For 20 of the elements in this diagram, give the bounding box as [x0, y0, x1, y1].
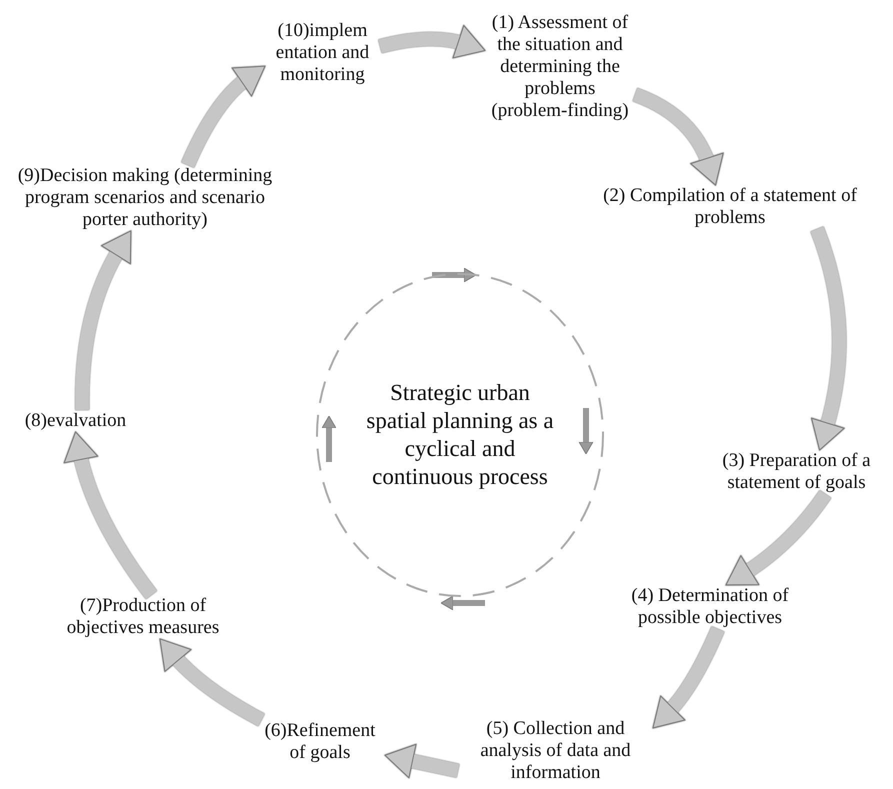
step-label: (3) Preparation of a statement of goals	[721, 450, 872, 494]
step-label: (7)Production of objectives measures	[66, 595, 220, 639]
step-label: (10)implem entation and monitoring	[274, 20, 370, 86]
step-label: (9)Decision making (determining program scenarios and scenario porter authority)	[16, 165, 274, 231]
step-label: (6)Refinement of goals	[264, 720, 376, 764]
step-label: (4) Determination of possible objectives	[630, 585, 790, 629]
step-label: (2) Compilation of a statement of problems	[602, 185, 858, 229]
block-arrow	[181, 65, 266, 168]
step-label: (5) Collection and analysis of data and information	[479, 718, 632, 784]
block-arrow	[632, 88, 724, 186]
block-arrow	[64, 432, 158, 600]
block-arrow	[726, 490, 832, 586]
block-arrow	[810, 226, 846, 451]
block-arrow	[159, 638, 265, 726]
step-label: (8)evalvation	[24, 410, 128, 432]
block-arrow	[378, 25, 486, 59]
block-arrow	[75, 230, 132, 410]
block-arrow	[384, 744, 460, 778]
step-label: (1) Assessment of the situation and determining the problems (problem-finding)	[490, 12, 630, 122]
center-label: Strategic urban spatial planning as a cyclical and continuous process	[365, 379, 555, 491]
